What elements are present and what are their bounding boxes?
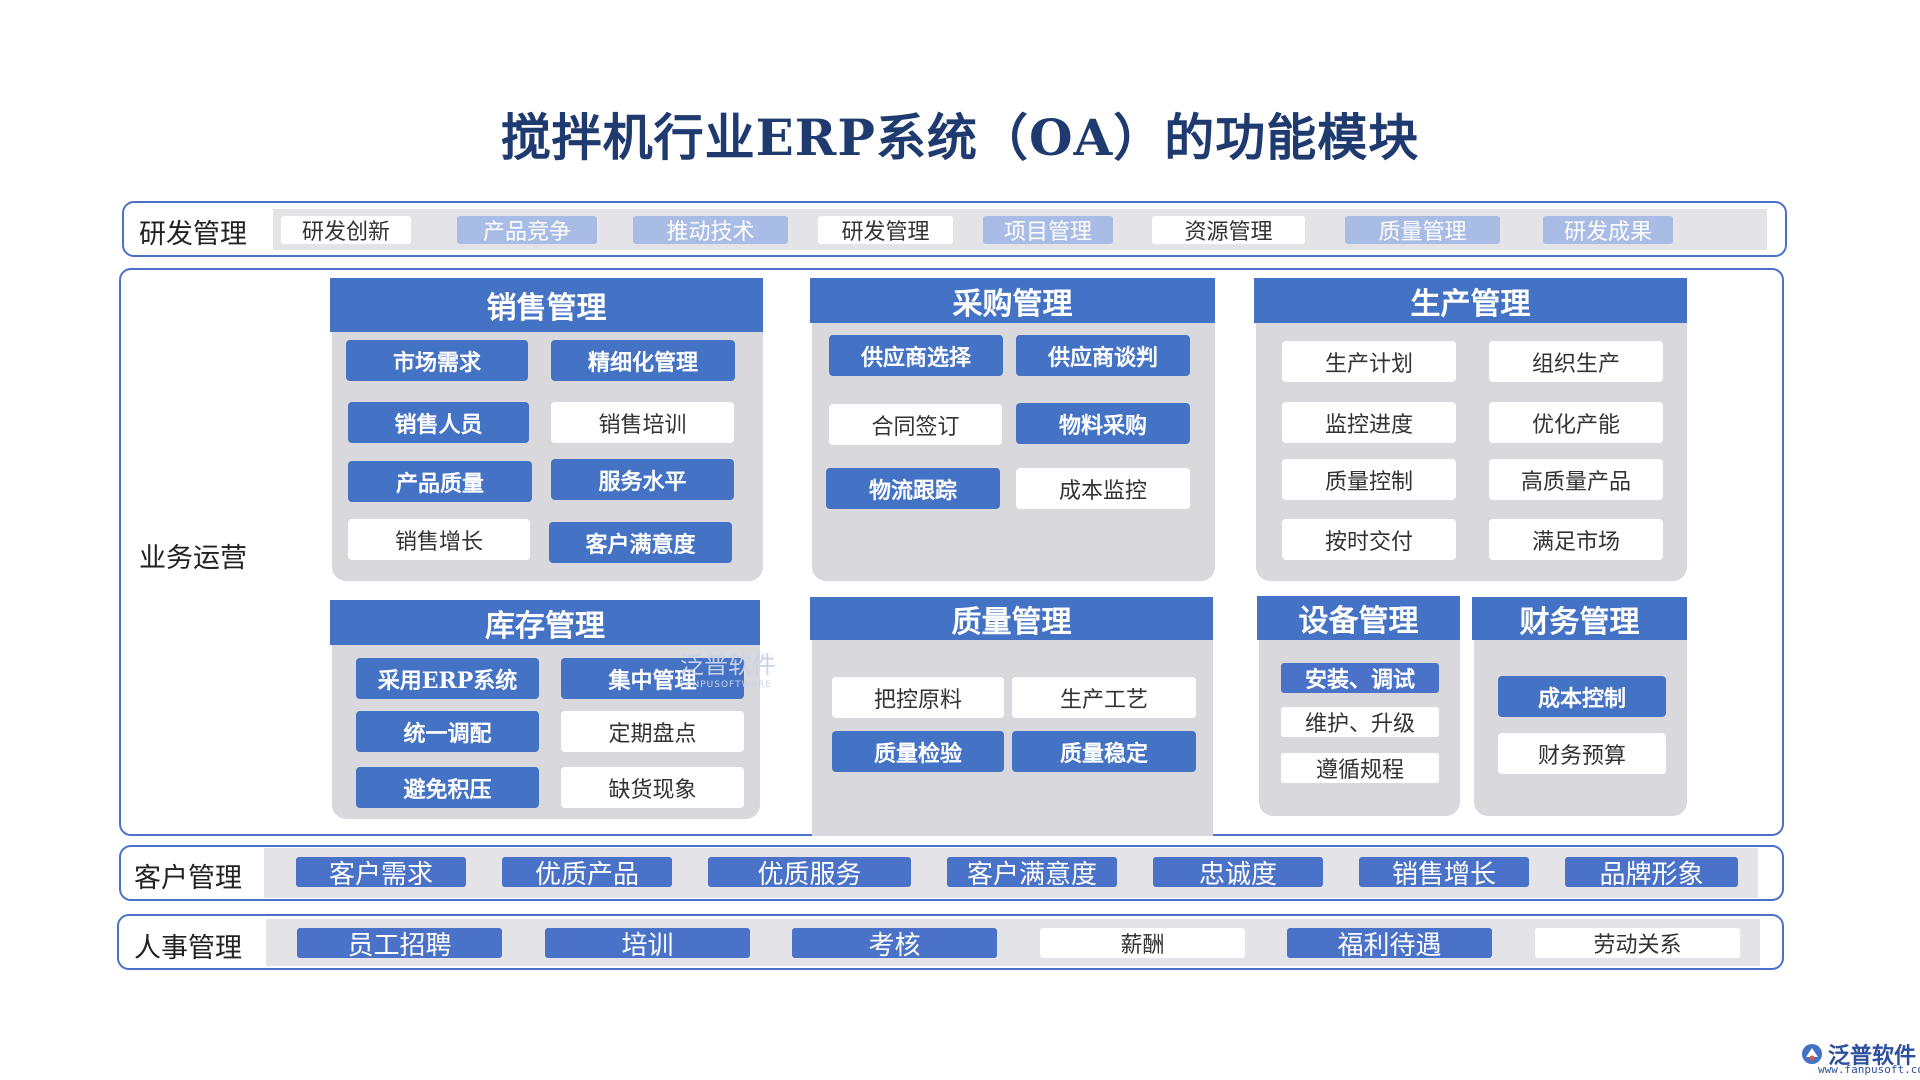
rd-item: 研发创新 — [281, 216, 411, 245]
production-item: 高质量产品 — [1489, 459, 1663, 500]
production-title: 生产管理 — [1254, 278, 1687, 323]
purchase-item: 供应商谈判 — [1016, 335, 1190, 376]
rd-label: 研发管理 — [139, 219, 247, 250]
production-item: 监控进度 — [1282, 402, 1456, 443]
hr-strip — [266, 919, 1760, 966]
rd-item: 产品竞争 — [457, 216, 597, 245]
hr-item: 员工招聘 — [297, 928, 502, 961]
customer-item: 客户满意度 — [947, 857, 1117, 890]
production-item: 满足市场 — [1489, 519, 1663, 560]
hr-item: 考核 — [792, 928, 997, 961]
equipment-item: 遵循规程 — [1281, 753, 1439, 783]
brand-logo: 泛普软件 — [1800, 1038, 1916, 1070]
sales-item: 销售人员 — [348, 402, 529, 443]
rd-item: 研发管理 — [818, 216, 953, 245]
sales-item: 市场需求 — [346, 340, 528, 381]
purchase-item: 成本监控 — [1016, 468, 1190, 509]
quality-item: 质量稳定 — [1012, 731, 1196, 772]
equipment-item: 维护、升级 — [1281, 707, 1439, 737]
production-item: 质量控制 — [1282, 459, 1456, 500]
inventory-item: 采用ERP系统 — [356, 658, 539, 699]
customer-item: 客户需求 — [296, 857, 466, 890]
customer-item: 品牌形象 — [1565, 857, 1738, 890]
inventory-item: 避免积压 — [356, 767, 539, 808]
equipment-title: 设备管理 — [1257, 596, 1460, 640]
inventory-item: 定期盘点 — [561, 711, 744, 752]
watermark: 泛普软件 FANPUSOFTWARE — [680, 645, 776, 690]
production-item: 组织生产 — [1489, 341, 1663, 382]
quality-item: 把控原料 — [832, 677, 1004, 718]
hr-item: 福利待遇 — [1287, 928, 1492, 961]
production-item: 优化产能 — [1489, 402, 1663, 443]
quality-item: 生产工艺 — [1012, 677, 1196, 718]
inventory-item: 集中管理 — [561, 658, 744, 699]
rd-item: 推动技术 — [633, 216, 788, 245]
finance-item: 财务预算 — [1498, 733, 1666, 774]
quality-title: 质量管理 — [810, 597, 1213, 640]
purchase-item: 合同签订 — [829, 404, 1002, 445]
customer-item: 销售增长 — [1359, 857, 1529, 890]
quality-item: 质量检验 — [832, 731, 1004, 772]
hr-item: 培训 — [545, 928, 750, 961]
customer-item: 优质产品 — [502, 857, 672, 890]
purchase-item: 供应商选择 — [829, 335, 1003, 376]
rd-item: 项目管理 — [983, 216, 1113, 245]
watermark-name: 泛普软件 — [680, 651, 776, 679]
page-title: 搅拌机行业ERP系统（OA）的功能模块 — [500, 108, 1420, 167]
hr-item: 薪酬 — [1040, 928, 1245, 958]
production-item: 按时交付 — [1282, 519, 1456, 560]
inventory-item: 缺货现象 — [561, 767, 744, 808]
purchase-title: 采购管理 — [810, 278, 1215, 323]
sales-item: 销售增长 — [348, 519, 530, 560]
rd-item: 质量管理 — [1345, 216, 1500, 245]
purchase-item: 物流跟踪 — [826, 468, 1000, 509]
inventory-item: 统一调配 — [356, 711, 539, 752]
customer-label: 客户管理 — [134, 863, 242, 894]
brand-name: 泛普软件 — [1828, 1044, 1917, 1069]
customer-item: 忠诚度 — [1153, 857, 1323, 890]
hr-item: 劳动关系 — [1535, 928, 1740, 958]
sales-item: 精细化管理 — [551, 340, 735, 381]
sales-item: 产品质量 — [348, 461, 532, 502]
hr-label: 人事管理 — [134, 933, 242, 964]
purchase-item: 物料采购 — [1016, 403, 1190, 444]
brand-mark-icon — [1802, 1044, 1822, 1064]
sales-item: 服务水平 — [551, 459, 734, 500]
brand-url: www.fanpusoft.com — [1818, 1063, 1920, 1076]
business-label: 业务运营 — [139, 543, 247, 574]
production-item: 生产计划 — [1282, 341, 1456, 382]
finance-title: 财务管理 — [1472, 597, 1687, 640]
watermark-sub: FANPUSOFTWARE — [680, 680, 773, 690]
finance-item: 成本控制 — [1498, 676, 1666, 717]
finance-panel — [1474, 624, 1687, 816]
sales-item: 销售培训 — [551, 402, 734, 443]
inventory-title: 库存管理 — [330, 600, 760, 645]
sales-item: 客户满意度 — [549, 522, 732, 563]
equipment-item: 安装、调试 — [1281, 663, 1439, 693]
rd-item: 研发成果 — [1543, 216, 1673, 245]
rd-item: 资源管理 — [1152, 216, 1305, 245]
quality-panel — [812, 624, 1213, 836]
sales-title: 销售管理 — [330, 278, 763, 332]
customer-item: 优质服务 — [708, 857, 911, 890]
